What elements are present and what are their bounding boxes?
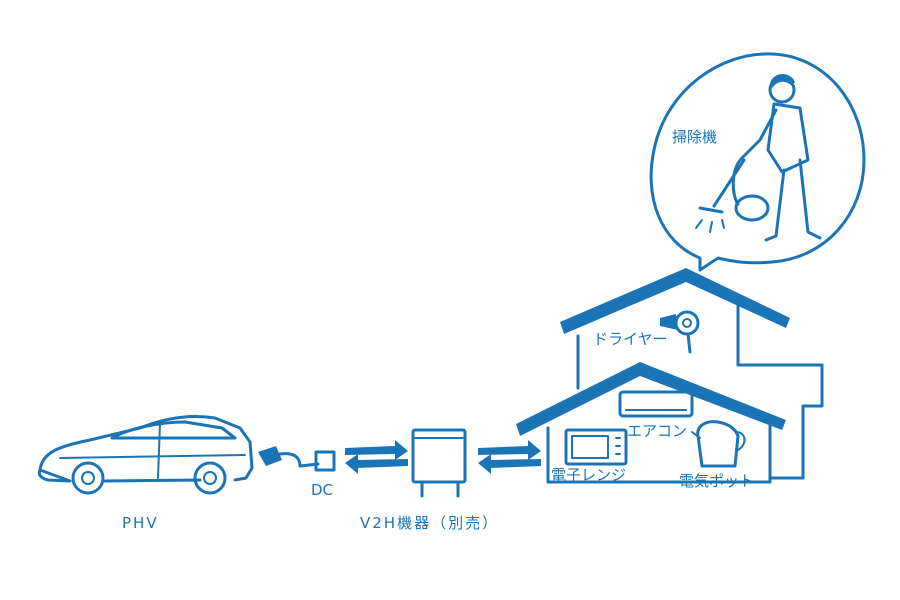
- thought-bubble: [649, 52, 866, 272]
- arrow-left-icon: [345, 454, 408, 474]
- kettle-spout: [691, 431, 701, 439]
- microwave-body: [564, 428, 628, 466]
- phv-label: PHV: [122, 514, 159, 532]
- phv-car: [37, 414, 254, 495]
- dryer-nozzle: [660, 314, 678, 330]
- microwave-icon: [564, 428, 628, 466]
- vacuum-head: [698, 206, 724, 214]
- v2h-label: V2H機器（別売）: [360, 514, 499, 532]
- car-front-hub: [81, 471, 95, 485]
- lower-roof: [516, 362, 786, 436]
- v2h-body: [411, 428, 467, 484]
- car-front-wheel: [71, 461, 105, 495]
- upper-walls: [576, 304, 824, 480]
- dryer-handle: [686, 332, 692, 354]
- house: [516, 268, 824, 484]
- vacuum-hose: [731, 156, 744, 206]
- cable-line: [278, 452, 320, 468]
- dryer-label: ドライヤー: [593, 330, 668, 348]
- lower-walls: [546, 420, 772, 484]
- person-hair: [770, 73, 795, 88]
- vacuum-label: 掃除機: [672, 128, 717, 146]
- dc-label: DC: [311, 481, 333, 499]
- kettle-icon: [691, 420, 746, 468]
- arrow-right-icon: [345, 440, 408, 460]
- v2h-house-arrows: [478, 440, 541, 474]
- car-body-line: [59, 454, 246, 459]
- person-legs: [764, 158, 822, 242]
- person-vacuuming-icon: [695, 73, 822, 242]
- microwave-buttons: [615, 437, 621, 455]
- charging-cable: [258, 446, 320, 468]
- vacuum-body: [734, 194, 770, 222]
- arrow-right-icon: [478, 440, 541, 460]
- kettle-body: [696, 420, 740, 468]
- air-conditioner-icon: [618, 390, 694, 418]
- person-arm: [740, 108, 778, 160]
- microwave-label: 電子レンジ: [551, 466, 626, 484]
- car-door-line: [157, 423, 161, 479]
- dust-lines: [695, 219, 725, 233]
- car-rear-hub: [203, 471, 217, 485]
- hair-dryer-icon: [660, 310, 700, 354]
- vacuum-wand: [712, 158, 746, 208]
- kettle-handle: [735, 431, 746, 451]
- charging-plug-icon: [258, 446, 282, 466]
- kettle-label: 電気ポット: [679, 472, 754, 490]
- microwave-window: [571, 435, 609, 459]
- aircon-body: [618, 390, 694, 418]
- v2h-legs: [420, 480, 460, 498]
- dryer-vent: [682, 318, 692, 328]
- dc-box: [314, 450, 336, 472]
- v2h-unit: [411, 428, 467, 498]
- person-torso: [766, 102, 810, 174]
- car-rear-wheel: [193, 461, 227, 495]
- car-window: [110, 420, 237, 440]
- arrow-left-icon: [478, 454, 541, 474]
- upper-roof: [560, 268, 790, 334]
- bubble-outline: [649, 52, 866, 272]
- dryer-head: [674, 310, 700, 336]
- dc-v2h-arrows: [345, 440, 408, 474]
- aircon-label: エアコン: [627, 422, 687, 440]
